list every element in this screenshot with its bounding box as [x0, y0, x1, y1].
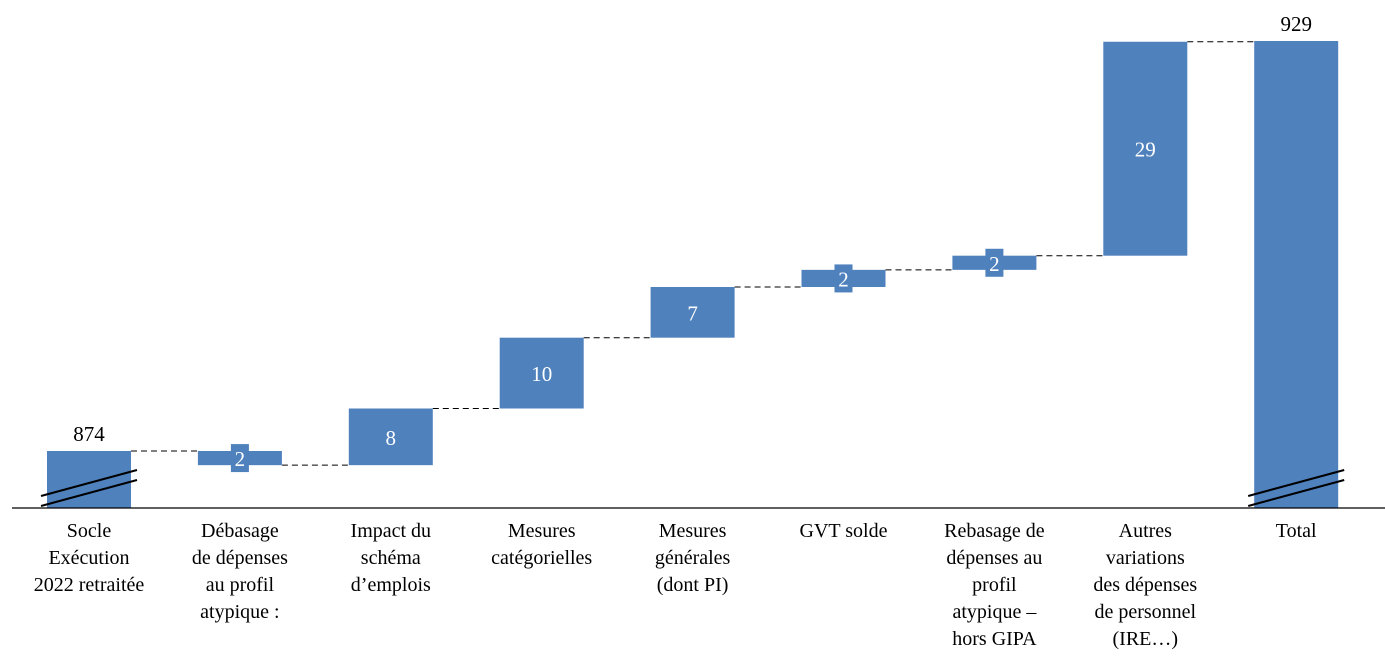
- category-label-line: Mesures: [508, 520, 576, 542]
- bar: [348, 408, 433, 466]
- bar: [47, 451, 131, 508]
- data-label: 874: [73, 422, 105, 446]
- bars: [47, 41, 1339, 508]
- category-label: Impact du schéma d’emplois: [351, 520, 432, 596]
- bar: [1254, 41, 1339, 508]
- category-label-line: atypique :: [200, 601, 279, 623]
- category-label-line: variations: [1106, 547, 1185, 569]
- category-label: Mesures catégorielles: [491, 520, 592, 569]
- category-label-line: catégorielles: [491, 547, 592, 569]
- category-label-line: Socle: [67, 520, 112, 542]
- axis-break-mark: [1247, 469, 1345, 497]
- category-label-line: Total: [1276, 520, 1317, 542]
- axis-break-mark: [40, 469, 138, 497]
- data-label: 8: [386, 426, 397, 450]
- category-label-line: profil: [972, 574, 1017, 596]
- axis-break-mark: [1247, 479, 1345, 507]
- category-label-line: Mesures: [659, 520, 727, 542]
- category-label-line: Débasage: [201, 520, 279, 542]
- data-labels: 874 2 8 10 7 2 2 29 929: [73, 12, 1312, 473]
- data-label: 10: [531, 362, 552, 386]
- category-label: Total: [1276, 520, 1317, 542]
- data-label: 2: [989, 252, 1000, 276]
- data-label: 7: [687, 301, 698, 325]
- data-label: 29: [1135, 138, 1156, 162]
- connectors: [131, 41, 1255, 466]
- data-label-box: [985, 248, 1004, 277]
- category-label-line: 2022 retraitée: [34, 574, 145, 596]
- axis-breaks: [40, 469, 1345, 507]
- category-label-line: hors GIPA: [952, 628, 1037, 650]
- data-label: 2: [235, 447, 246, 471]
- category-label: Autres variations des dépenses de personnel…: [1093, 520, 1197, 650]
- category-label: Mesures générales (dont PI): [655, 520, 731, 596]
- category-label-line: Autres: [1119, 520, 1173, 542]
- category-label-line: Rebasage de: [944, 520, 1045, 542]
- category-label-line: de dépenses: [192, 547, 288, 569]
- category-label-line: de personnel: [1094, 601, 1196, 623]
- category-label-line: générales: [655, 547, 731, 569]
- bar: [1103, 41, 1188, 256]
- category-label-line: schéma: [361, 547, 421, 569]
- data-label: 2: [838, 267, 849, 291]
- data-label-box: [834, 264, 853, 293]
- axis-break-mark: [40, 479, 138, 507]
- bar: [650, 287, 735, 338]
- category-label-line: atypique –: [952, 601, 1037, 623]
- category-label: GVT solde: [800, 520, 888, 542]
- category-label: Débasage de dépenses au profil atypique :: [192, 520, 288, 623]
- category-label-line: (IRE…): [1113, 628, 1179, 650]
- data-label: 929: [1280, 12, 1312, 36]
- category-label-line: d’emplois: [351, 574, 431, 596]
- category-label-line: au profil: [206, 574, 275, 596]
- category-label-line: (dont PI): [657, 574, 729, 596]
- data-label-box: [230, 444, 249, 473]
- category-label-line: Exécution: [48, 547, 129, 569]
- category-label: Rebasage de dépenses au profil atypique – ho…: [944, 520, 1045, 650]
- category-label-line: GVT solde: [800, 520, 888, 542]
- category-label-line: dépenses au: [946, 547, 1042, 569]
- category-label-line: Impact du: [351, 520, 432, 542]
- bar: [499, 337, 584, 409]
- category-label-line: des dépenses: [1093, 574, 1197, 596]
